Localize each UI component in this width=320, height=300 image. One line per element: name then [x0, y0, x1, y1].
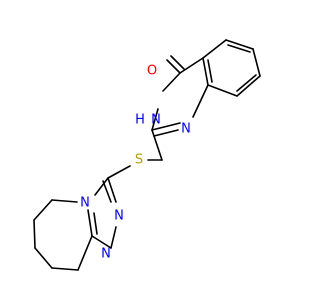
molecule-structure: O H N N S N N N [33, 39, 261, 271]
bond [153, 129, 179, 137]
quinazoline-nitrogen-label: N [181, 122, 191, 137]
bond [192, 84, 209, 118]
bond [102, 180, 112, 203]
bond [170, 55, 185, 70]
nh-nitrogen-label: N [151, 113, 161, 128]
bond [51, 267, 79, 271]
bond [107, 165, 131, 179]
triazole-nitrogen-label-1: N [114, 209, 124, 224]
bond [93, 212, 98, 235]
triazole-bridge-nitrogen-label: N [80, 196, 90, 211]
bond [236, 75, 261, 97]
thioether-linker [107, 129, 163, 179]
bond [151, 129, 163, 161]
bond [91, 235, 112, 249]
bond [225, 39, 254, 50]
bond [202, 57, 209, 86]
azepane-ring [33, 199, 93, 271]
bond [33, 199, 53, 221]
pyrimidinone-ring [151, 55, 209, 137]
bond [202, 39, 227, 59]
bond [227, 44, 251, 53]
bond [179, 57, 204, 74]
bond [151, 122, 181, 131]
oxygen-label: O [147, 64, 157, 79]
bond [166, 59, 181, 74]
bond [207, 84, 238, 97]
bond [33, 219, 36, 249]
bond [151, 108, 159, 131]
bond [252, 48, 261, 77]
bond [94, 177, 109, 196]
bond [51, 199, 78, 203]
triazole-nitrogen-label-2: N [101, 247, 111, 262]
bond [107, 177, 117, 203]
atom-labels: O H N N S N N N [80, 64, 191, 262]
bond [110, 226, 117, 249]
bond [77, 235, 93, 271]
benzene-ring [202, 39, 261, 97]
bond [162, 72, 181, 92]
bond [236, 74, 257, 92]
triazole-ring [87, 177, 117, 249]
nh-hydrogen-label: H [135, 113, 145, 128]
bond [207, 59, 213, 83]
bond [34, 247, 53, 269]
sulfur-label: S [135, 153, 143, 168]
bond [87, 209, 93, 237]
